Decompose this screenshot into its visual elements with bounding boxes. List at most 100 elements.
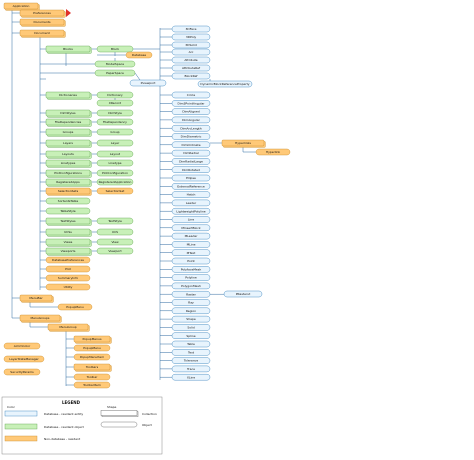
node-textstyle[interactable]: TextStyle xyxy=(96,217,134,225)
node-selectionsets[interactable]: SelectionSets xyxy=(45,187,92,196)
node-group[interactable]: Group xyxy=(96,128,134,136)
node-linetype[interactable]: Linetype xyxy=(96,159,134,167)
node-paperspace[interactable]: PaperSpace xyxy=(94,69,136,77)
node-filedependencies[interactable]: FileDependencies xyxy=(45,118,92,127)
node-plotconfiguration[interactable]: PlotConfiguration xyxy=(96,169,134,177)
node-plotconfigurations[interactable]: PlotConfigurations xyxy=(45,169,92,178)
node-toolbaritem[interactable]: ToolbarItem xyxy=(73,381,111,389)
node-toolbars[interactable]: Toolbars xyxy=(73,363,112,372)
node-views[interactable]: Views xyxy=(45,238,92,247)
node-ellipse[interactable]: Ellipse xyxy=(171,174,211,182)
node-circle[interactable]: Circle xyxy=(171,91,211,99)
node-dimradial[interactable]: DimRadial xyxy=(171,149,211,157)
node-dimstyles[interactable]: DimStyles xyxy=(45,109,92,118)
node-dimradiallarge[interactable]: DimRadialLarge xyxy=(171,158,211,165)
node-document[interactable]: Document xyxy=(19,29,66,38)
node-solid[interactable]: Solid xyxy=(171,324,211,331)
node-popupmenuitem[interactable]: PopupMenuItem xyxy=(73,353,111,361)
node-polygonmesh[interactable]: PolygonMesh xyxy=(171,282,211,290)
node-utility[interactable]: Utility xyxy=(45,283,91,291)
node-popupmenu[interactable]: PopupMenu xyxy=(57,303,93,311)
node-xline[interactable]: XLine xyxy=(171,374,211,381)
node-summaryinfo[interactable]: SummaryInfo xyxy=(45,274,91,282)
node-block[interactable]: Block xyxy=(96,45,134,53)
node-attribute[interactable]: Attribute xyxy=(171,56,211,64)
node-layers[interactable]: Layers xyxy=(45,139,92,148)
node-dimaligned[interactable]: DimAligned xyxy=(171,108,211,115)
node-text[interactable]: Text xyxy=(171,349,211,356)
node-groups[interactable]: Groups xyxy=(45,128,92,137)
node-registeredapps[interactable]: RegisteredApps xyxy=(45,178,92,187)
node-acadcolor[interactable]: AcCmColor xyxy=(3,342,41,350)
node-menugroups[interactable]: MenuGroups xyxy=(19,314,62,323)
node-registeredapplication[interactable]: RegisteredApplication xyxy=(96,178,134,186)
node-blocks[interactable]: Blocks xyxy=(45,45,92,54)
node-layout[interactable]: Layout xyxy=(96,150,134,158)
node-menugroup[interactable]: MenuGroup xyxy=(47,323,90,332)
node-solid3d[interactable]: 3DSolid xyxy=(171,41,211,49)
node-tolerance[interactable]: Tolerance xyxy=(171,357,211,364)
node-ucs[interactable]: UCS xyxy=(96,228,134,236)
node-lightweightpolyline[interactable]: LightweightPolyline xyxy=(171,207,211,215)
node-minsertblock[interactable]: MInsertBlock xyxy=(171,224,211,232)
node-pviewport[interactable]: Pviewport xyxy=(129,79,167,87)
node-preferences[interactable]: Preferences xyxy=(19,9,66,18)
node-database[interactable]: Database xyxy=(125,51,153,59)
node-raster[interactable]: Raster xyxy=(171,291,211,298)
node-dictionaries[interactable]: Dictionaries xyxy=(45,91,92,100)
node-arc[interactable]: Arc xyxy=(171,48,211,56)
node-xrecord[interactable]: XRecord xyxy=(96,99,134,107)
node-securityparams[interactable]: SecurityParams xyxy=(3,368,41,376)
node-dimordinate[interactable]: DimOrdinate xyxy=(171,141,211,149)
node-pfilename[interactable]: PRasterut xyxy=(223,290,263,298)
node-dictionary[interactable]: Dictionary xyxy=(96,91,134,99)
node-tablestyle[interactable]: TableStyle xyxy=(45,207,91,215)
node-hyperlink[interactable]: Hyperlink xyxy=(255,148,291,156)
node-shape[interactable]: Shape xyxy=(171,315,211,323)
node-trace[interactable]: Trace xyxy=(171,365,211,373)
node-mtext[interactable]: MText xyxy=(171,249,211,256)
node-toolbar[interactable]: Toolbar xyxy=(73,373,111,381)
node-ucss[interactable]: UCSs xyxy=(45,228,92,237)
node-spline[interactable]: Spline xyxy=(171,332,211,339)
node-face3d[interactable]: 3DFace xyxy=(171,25,211,33)
node-menubar[interactable]: MenuBar xyxy=(19,294,54,303)
node-layerstatemanager[interactable]: LayerStateManager xyxy=(3,355,45,363)
node-blockref[interactable]: BlockRef xyxy=(171,72,211,80)
node-polyline[interactable]: Polyline xyxy=(171,274,211,281)
node-region[interactable]: Region xyxy=(171,307,211,314)
node-point[interactable]: Point xyxy=(171,257,211,265)
node-table[interactable]: Table xyxy=(171,340,211,348)
node-layer[interactable]: Layer xyxy=(96,139,134,147)
node-poly3d[interactable]: 3DPoly xyxy=(171,33,211,41)
node-mline[interactable]: MLine xyxy=(171,241,211,248)
node-dimarclength[interactable]: DimArcLength xyxy=(171,124,211,132)
node-viewports[interactable]: Viewports xyxy=(45,247,92,256)
node-sortentstable[interactable]: SortentsTable xyxy=(45,197,91,205)
node-dynamicblockrefprop[interactable]: DynamicBlockReferenceProperty xyxy=(197,80,253,88)
node-externalreference[interactable]: ExternalReference xyxy=(171,183,211,190)
node-layouts[interactable]: Layouts xyxy=(45,150,92,159)
node-polyfacemesh[interactable]: PolyfaceMesh xyxy=(171,266,211,273)
node-view[interactable]: View xyxy=(96,238,134,246)
node-dimstyle[interactable]: DimStyle xyxy=(96,109,134,117)
node-application[interactable]: Application xyxy=(3,2,40,11)
node-line[interactable]: Line xyxy=(171,216,211,223)
node-hyperlinks[interactable]: Hyperlinks xyxy=(221,139,266,148)
node-dim3pointangular[interactable]: Dim3PointAngular xyxy=(171,100,211,107)
node-textstyles[interactable]: TextStyles xyxy=(45,217,92,226)
node-filedependency[interactable]: FileDependency xyxy=(96,118,134,126)
node-hatch[interactable]: Hatch xyxy=(171,191,211,198)
node-dimdiametric[interactable]: DimDiametric xyxy=(171,133,211,140)
node-attributeref[interactable]: AttributeRef xyxy=(171,64,211,72)
node-documents[interactable]: Documents xyxy=(19,18,66,27)
node-modelspace[interactable]: ModelSpace xyxy=(94,60,136,68)
node-ray[interactable]: Ray xyxy=(171,299,211,306)
node-leader[interactable]: Leader xyxy=(171,199,211,207)
node-dimrotated[interactable]: DimRotated xyxy=(171,166,211,173)
node-dimangular[interactable]: DimAngular xyxy=(171,116,211,124)
node-plot[interactable]: Plot xyxy=(45,265,91,273)
node-mleader[interactable]: MLeader xyxy=(171,232,211,240)
node-viewport[interactable]: Viewport xyxy=(96,247,134,255)
node-popupmenus[interactable]: PopupMenus xyxy=(73,335,112,344)
